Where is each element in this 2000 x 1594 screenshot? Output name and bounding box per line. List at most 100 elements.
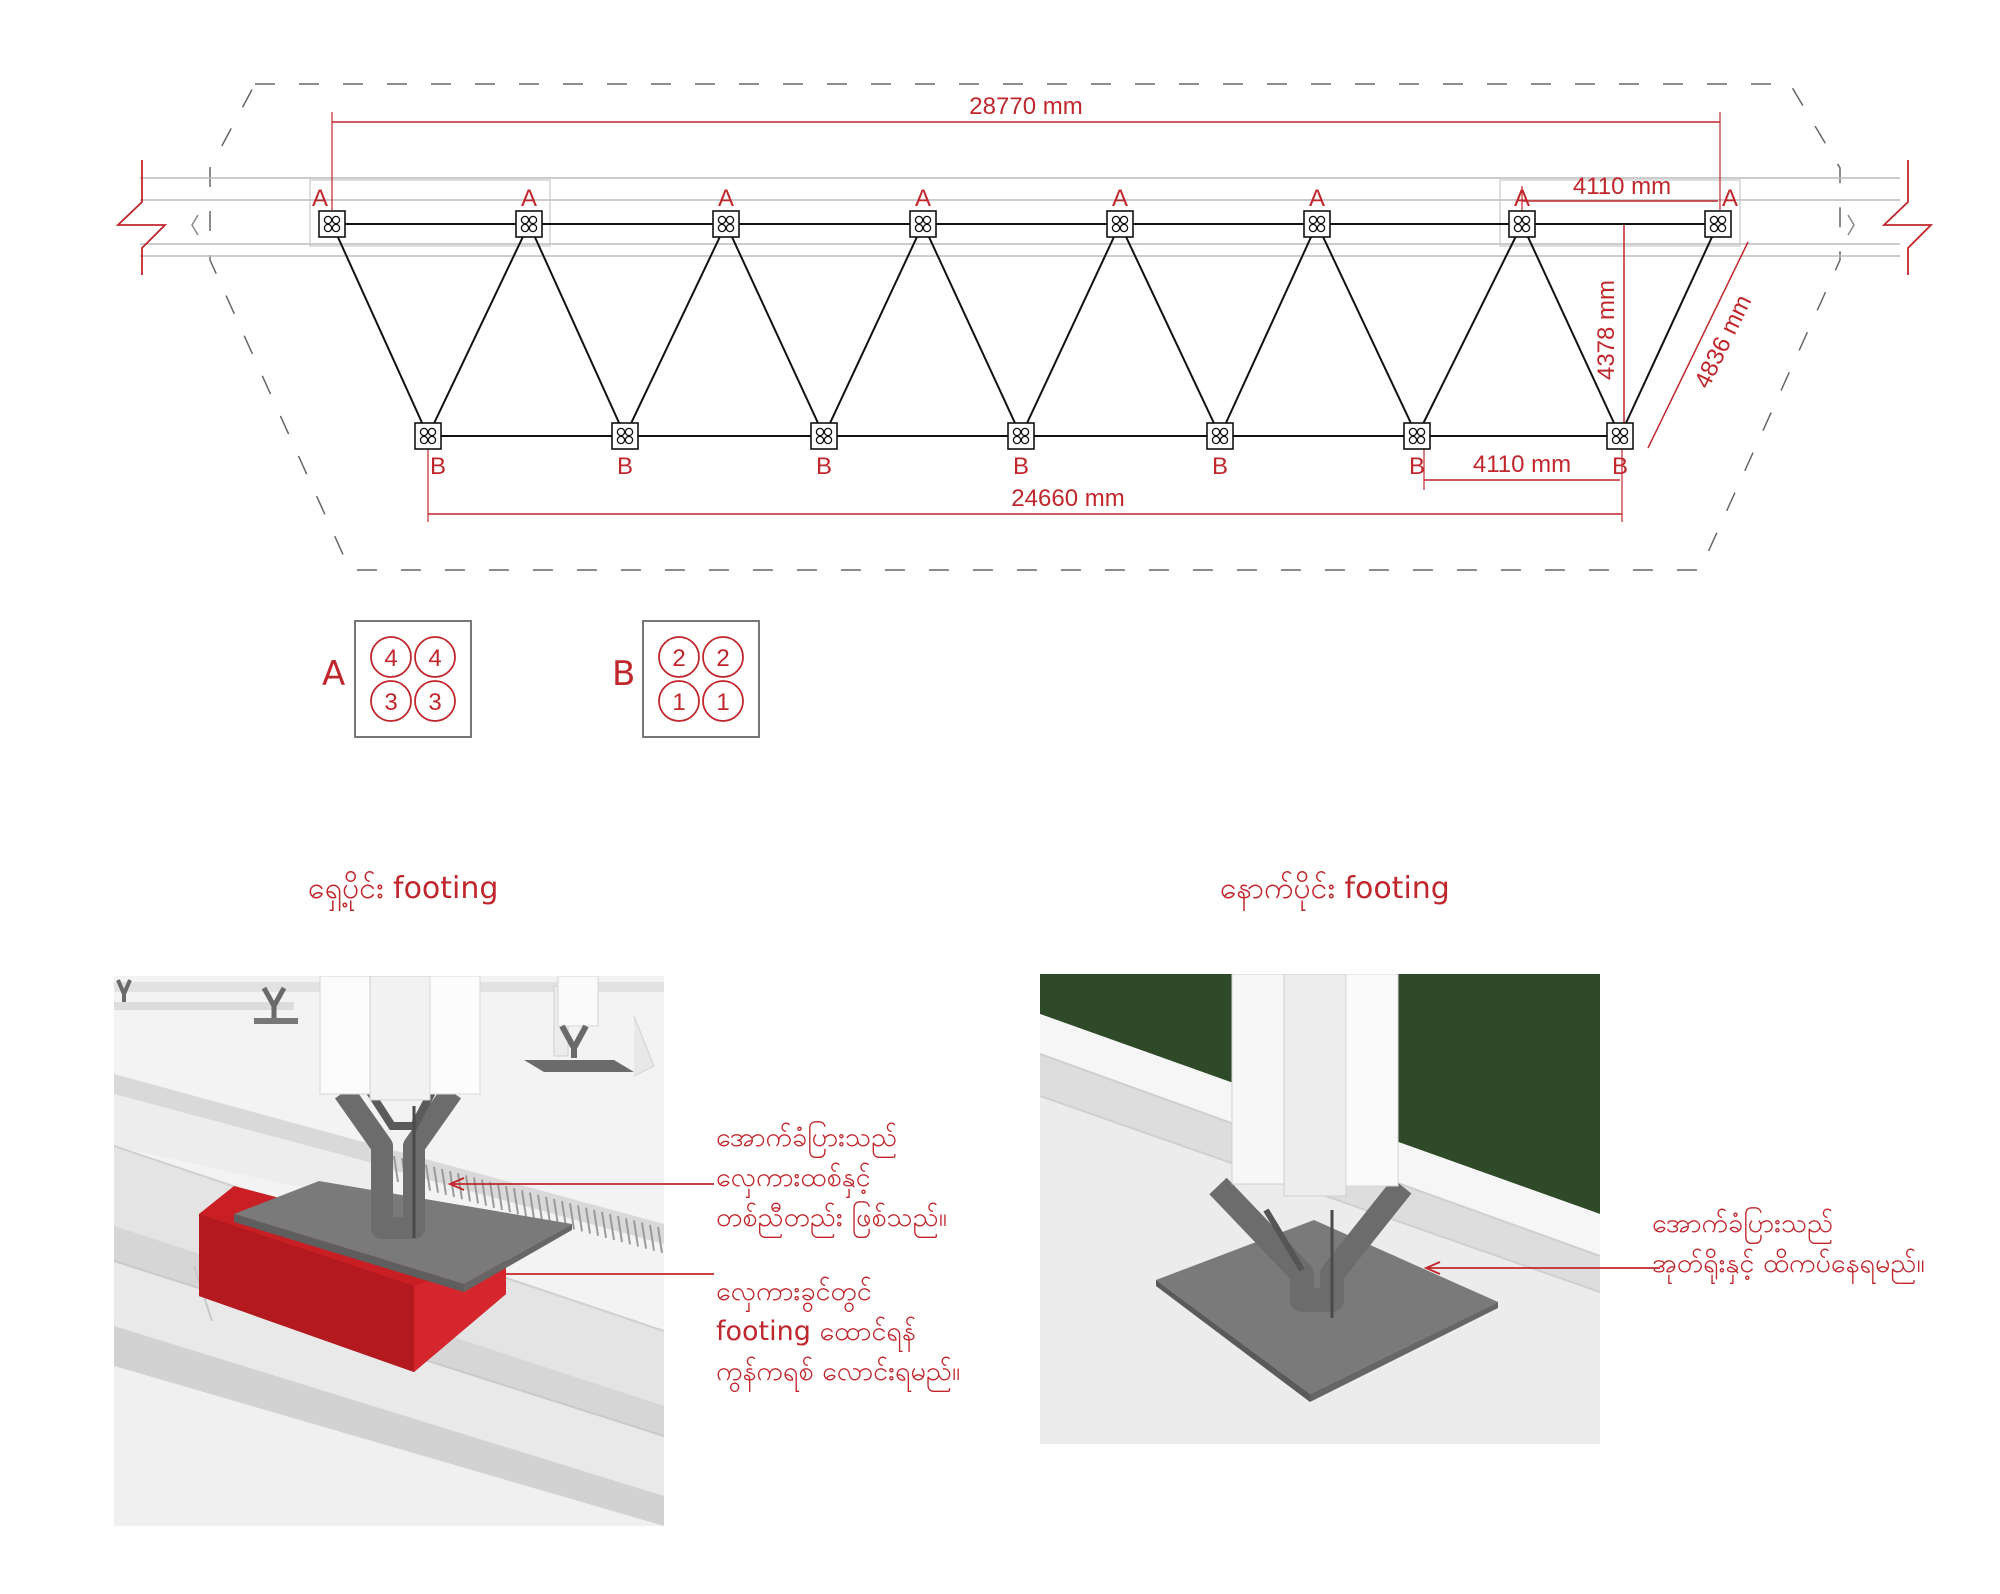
node-plate — [1704, 210, 1732, 238]
top-node — [712, 210, 740, 238]
truss-plan-diagram: 28770 mm 4110 mm 24660 mm 4110 mm 4378 m… — [115, 83, 1934, 571]
bolt-icon — [1619, 427, 1629, 437]
grating-bar — [641, 1222, 647, 1249]
top-node-label: A — [915, 185, 931, 212]
truss-diagonal — [1619, 223, 1719, 437]
truss-diagonal — [1219, 223, 1318, 437]
top-node — [515, 210, 543, 238]
bolt-icon — [1619, 435, 1629, 445]
bolt-icon — [624, 435, 634, 445]
bolt-icon — [725, 223, 735, 233]
bolt-icon — [1211, 427, 1221, 437]
node-plate — [1206, 422, 1234, 450]
back-note-plate-touch: အောက်ခံပြားသည် အုတ်ရိုးနှင့် ထိကပ်နေရမည်… — [1652, 1208, 1925, 1279]
truss-diagonal — [1020, 223, 1121, 437]
bolt-icon — [1709, 215, 1719, 225]
grating-bar — [649, 1224, 655, 1251]
dim-text-depth: 4378 mm — [1593, 280, 1620, 380]
dim-text-bottom-bay: 4110 mm — [1473, 451, 1571, 478]
bottom-node-label: B — [1013, 453, 1029, 480]
bottom-node-label: B — [1212, 453, 1228, 480]
bolt-icon — [815, 427, 825, 437]
grating-bar — [433, 1166, 439, 1193]
grating-bar — [441, 1168, 447, 1196]
node-frame — [1499, 179, 1741, 247]
bolt-icon — [1308, 215, 1318, 225]
legend-b-cell: 2 — [672, 645, 685, 672]
legend-a-box: 4 4 3 3 — [354, 620, 472, 738]
bottom-node — [1007, 422, 1035, 450]
grating-bar — [513, 1188, 519, 1215]
bolt-icon — [1416, 435, 1426, 445]
legend-a-cell: 3 — [384, 689, 397, 716]
bolt-icon — [1408, 435, 1418, 445]
grating-bar — [593, 1209, 599, 1236]
break-line-right — [1881, 160, 1934, 275]
grating-bar — [521, 1190, 527, 1217]
bolt-icon — [331, 215, 341, 225]
legend-a-cell: 4 — [384, 645, 397, 672]
node-plate — [515, 210, 543, 238]
bolt-icon — [1521, 223, 1531, 233]
node-plate — [810, 422, 838, 450]
node-frame — [309, 179, 551, 247]
node-plate — [1606, 422, 1634, 450]
bolt-icon — [1416, 427, 1426, 437]
node-plate — [712, 210, 740, 238]
bottom-node-label: B — [617, 453, 633, 480]
bottom-node-label: B — [816, 453, 832, 480]
bolt-icon — [1012, 435, 1022, 445]
bolt-icon — [1717, 215, 1727, 225]
grating-bar — [609, 1213, 615, 1241]
grating-bar — [457, 1173, 463, 1200]
node-plate — [414, 422, 442, 450]
front-note-concrete: လှေကားခွင်တွင် footing ထောင်ရန် ကွန်ကရစ်… — [716, 1276, 961, 1387]
bolt-icon — [323, 223, 333, 233]
back-leader — [1600, 1267, 1660, 1269]
bolt-icon — [1316, 215, 1326, 225]
grating-bar — [497, 1183, 503, 1211]
grating-bar — [505, 1185, 511, 1213]
bolt-icon — [528, 223, 538, 233]
grating-bar — [585, 1207, 591, 1234]
bottom-node — [1606, 422, 1634, 450]
top-node-label: A — [718, 185, 734, 212]
legend-b-cell: 1 — [716, 689, 729, 716]
bolt-icon — [1012, 427, 1022, 437]
truss-diagonal — [725, 223, 825, 437]
bolt-icon — [1308, 223, 1318, 233]
front-leaders — [664, 1183, 714, 1275]
legend-a-letter: A — [322, 654, 346, 694]
bolt-icon — [1219, 435, 1229, 445]
top-node-label: A — [1112, 185, 1128, 212]
bolt-icon — [1219, 427, 1229, 437]
bolt-icon — [1513, 215, 1523, 225]
bolt-icon — [914, 215, 924, 225]
top-node — [1106, 210, 1134, 238]
grating-bar — [537, 1194, 543, 1221]
legend-b-letter: B — [612, 654, 636, 694]
bolt-icon — [323, 215, 333, 225]
bolt-icon — [922, 223, 932, 233]
grating-bar — [561, 1200, 567, 1228]
bolt-icon — [616, 435, 626, 445]
truss-diagonal — [922, 223, 1022, 437]
truss-diagonal — [823, 223, 924, 437]
grating-bar — [657, 1226, 663, 1254]
top-node — [1508, 210, 1536, 238]
dim-text-top-bay: 4110 mm — [1573, 173, 1671, 200]
node-plate — [909, 210, 937, 238]
back-footing-render — [1040, 974, 1600, 1444]
truss-diagonal — [1119, 223, 1221, 437]
bolt-icon — [1111, 223, 1121, 233]
bolt-icon — [520, 223, 530, 233]
bolt-icon — [1211, 435, 1221, 445]
bolt-icon — [1119, 215, 1129, 225]
bolt-icon — [1513, 223, 1523, 233]
bottom-node — [1403, 422, 1431, 450]
bolt-icon — [1119, 223, 1129, 233]
bolt-icon — [520, 215, 530, 225]
bolt-icon — [624, 427, 634, 437]
grating-bar — [633, 1220, 639, 1247]
bolt-icon — [1111, 215, 1121, 225]
